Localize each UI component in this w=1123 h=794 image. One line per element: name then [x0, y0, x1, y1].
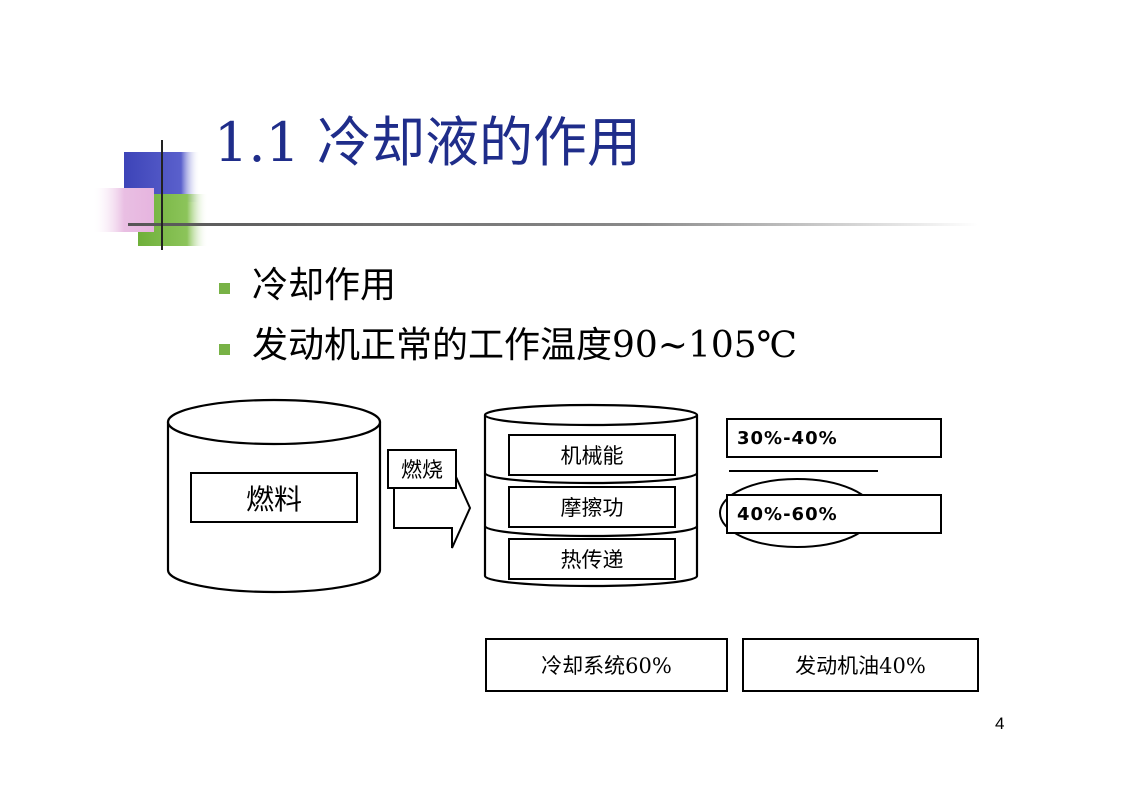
percentage-box-heat: 40%-60% [726, 494, 942, 534]
energy-item-friction: 摩擦功 [508, 486, 676, 528]
percentage-box-mechanical: 30%-40% [726, 418, 942, 458]
result-cooling-system: 冷却系统60% [485, 638, 728, 692]
combustion-label: 燃烧 [387, 449, 457, 489]
crosshair-vertical [161, 140, 163, 250]
bullet-marker [219, 344, 230, 355]
bullet-marker [219, 283, 230, 294]
fuel-label: 燃料 [190, 472, 358, 523]
energy-item-mechanical: 机械能 [508, 434, 676, 476]
slide-title: 1.1 冷却液的作用 [214, 111, 642, 174]
page-number: 4 [995, 714, 1005, 733]
energy-item-heat: 热传递 [508, 538, 676, 580]
result-engine-oil: 发动机油40% [742, 638, 979, 692]
bullet-text: 发动机正常的工作温度90~105℃ [252, 325, 797, 366]
title-decoration [94, 140, 978, 250]
title-underline [128, 223, 978, 226]
bullet-text: 冷却作用 [252, 265, 397, 306]
